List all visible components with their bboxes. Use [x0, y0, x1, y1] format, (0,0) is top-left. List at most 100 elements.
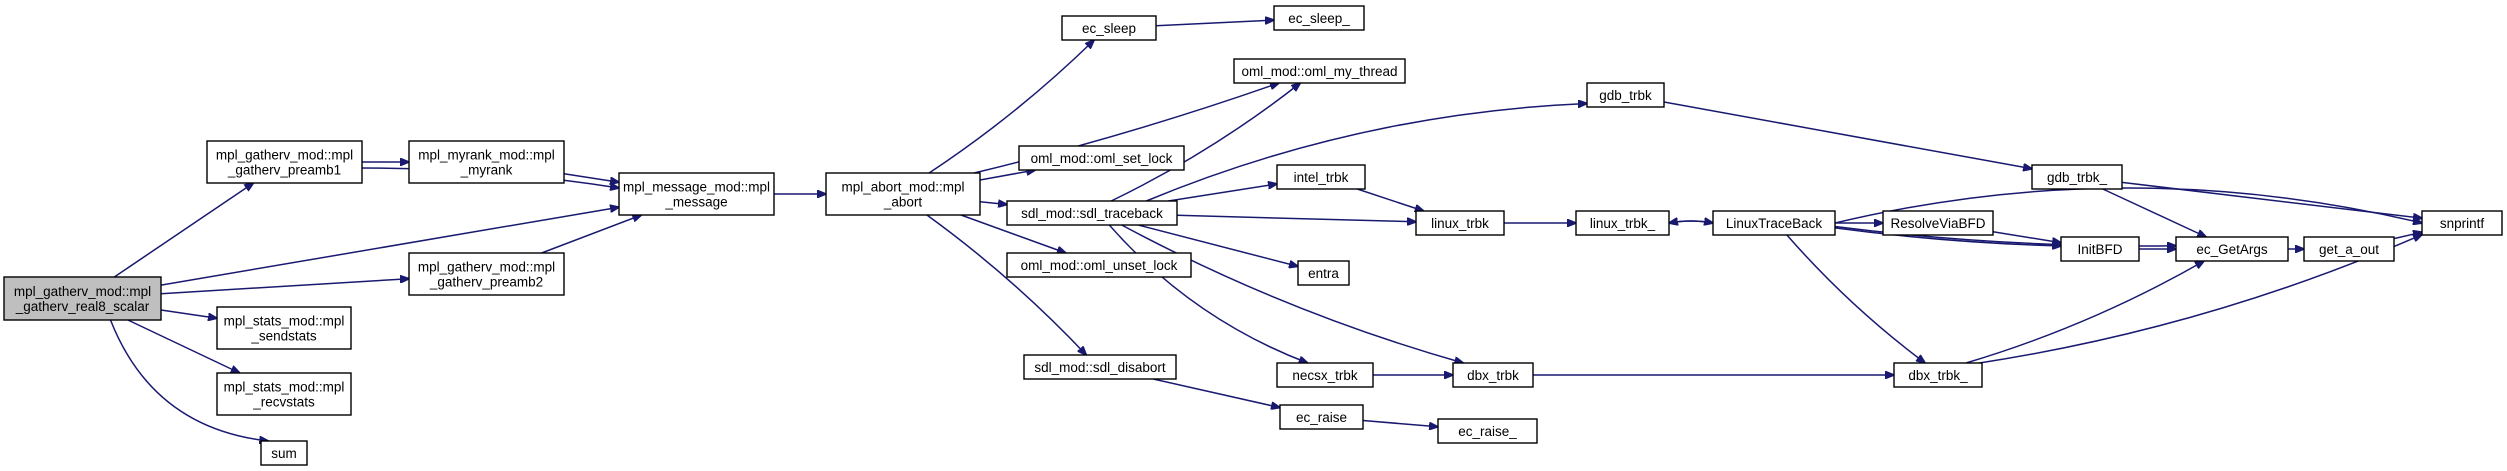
node-box[interactable]: [2031, 164, 2123, 190]
node-myrank[interactable]: mpl_myrank_mod::mpl_myrank: [408, 140, 565, 184]
node-box[interactable]: [1018, 145, 1185, 171]
node-box[interactable]: [2060, 236, 2140, 262]
node-box[interactable]: [1437, 418, 1538, 444]
node-sendstats[interactable]: mpl_stats_mod::mpl_sendstats: [216, 306, 352, 350]
node-label: entra: [1308, 266, 1339, 281]
node-box[interactable]: [206, 140, 363, 184]
node-necsx_trbk[interactable]: necsx_trbk: [1276, 362, 1374, 388]
node-gdb_trbk_[interactable]: gdb_trbk_: [2031, 164, 2123, 190]
node-message[interactable]: mpl_message_mod::mpl_message: [618, 172, 775, 216]
edge-line: [2393, 232, 2422, 240]
node-box[interactable]: [1006, 252, 1192, 278]
node-box[interactable]: [2175, 236, 2289, 262]
node-ec_raise_[interactable]: ec_raise_: [1437, 418, 1538, 444]
node-box[interactable]: [1233, 58, 1406, 84]
node-label: mpl_gatherv_mod::mpl: [418, 260, 555, 275]
node-label: ec_GetArgs: [2196, 242, 2268, 257]
node-label: mpl_stats_mod::mpl: [224, 380, 345, 395]
node-box[interactable]: [1023, 354, 1177, 380]
node-ec_GetArgs[interactable]: ec_GetArgs: [2175, 236, 2289, 262]
node-dbx_trbk_[interactable]: dbx_trbk_: [1893, 362, 1983, 388]
node-oml_my_thread[interactable]: oml_mod::oml_my_thread: [1233, 58, 1406, 84]
edge-line: [1669, 221, 1714, 223]
node-gdb_trbk[interactable]: gdb_trbk: [1586, 82, 1665, 108]
edge-root-to-message: [160, 207, 619, 286]
node-sdl_traceback[interactable]: sdl_mod::sdl_traceback: [1006, 200, 1178, 226]
node-box[interactable]: [1586, 82, 1665, 108]
node-preamb1[interactable]: mpl_gatherv_mod::mpl_gatherv_preamb1: [206, 140, 363, 184]
node-sum[interactable]: sum: [260, 440, 308, 466]
node-get_a_out[interactable]: get_a_out: [2303, 236, 2395, 262]
node-box[interactable]: [1882, 210, 1994, 236]
edge-sdl_traceback-to-oml_my_thread: [1110, 83, 1300, 202]
edge-line: [1146, 104, 1587, 202]
edge-myrank-to-message: [563, 173, 619, 182]
edge-sdl_traceback-to-entra: [1138, 224, 1298, 266]
node-ec_sleep_[interactable]: ec_sleep_: [1273, 5, 1365, 31]
node-snprintf[interactable]: snprintf: [2421, 210, 2503, 236]
edge-line: [926, 214, 1086, 355]
node-box[interactable]: [2421, 210, 2503, 236]
node-linux_trbk[interactable]: linux_trbk: [1415, 210, 1505, 236]
edge-line: [113, 183, 253, 278]
edge-sdl_traceback-to-necsx_trbk: [1108, 224, 1307, 363]
node-box[interactable]: [1297, 260, 1350, 286]
node-box[interactable]: [2303, 236, 2395, 262]
node-box[interactable]: [408, 140, 565, 184]
edge-line: [109, 319, 269, 441]
node-ec_raise[interactable]: ec_raise: [1279, 404, 1364, 430]
edge-line: [1121, 224, 1464, 363]
edge-sdl_disabort-to-ec_raise: [1153, 378, 1280, 408]
node-box[interactable]: [216, 372, 352, 416]
node-label: mpl_abort_mod::mpl: [841, 180, 964, 195]
node-label: sdl_mod::sdl_disabort: [1034, 360, 1166, 375]
node-entra[interactable]: entra: [1297, 260, 1350, 286]
node-abort[interactable]: mpl_abort_mod::mpl_abort: [825, 172, 981, 216]
edge-line: [1153, 378, 1280, 408]
node-preamb2[interactable]: mpl_gatherv_mod::mpl_gatherv_preamb2: [408, 252, 565, 296]
edge-line: [1992, 231, 2061, 243]
node-recvstats[interactable]: mpl_stats_mod::mpl_recvstats: [216, 372, 352, 416]
node-label: _sendstats: [250, 329, 317, 344]
node-InitBFD[interactable]: InitBFD: [2060, 236, 2140, 262]
node-dbx_trbk[interactable]: dbx_trbk: [1452, 362, 1534, 388]
node-sdl_disabort[interactable]: sdl_mod::sdl_disabort: [1023, 354, 1177, 380]
node-root[interactable]: mpl_gatherv_mod::mpl_gatherv_real8_scala…: [3, 276, 162, 321]
node-oml_set_lock[interactable]: oml_mod::oml_set_lock: [1018, 145, 1185, 171]
node-linux_trbk_[interactable]: linux_trbk_: [1575, 210, 1670, 236]
node-box[interactable]: [3, 276, 162, 321]
node-intel_trbk[interactable]: intel_trbk: [1276, 164, 1366, 190]
node-box[interactable]: [1276, 164, 1366, 190]
edge-root-to-recvstats: [127, 319, 240, 373]
edge-line: [973, 83, 1279, 174]
node-box[interactable]: [1415, 210, 1505, 236]
node-box[interactable]: [825, 172, 981, 216]
node-oml_unset_lock[interactable]: oml_mod::oml_unset_lock: [1006, 252, 1192, 278]
node-box[interactable]: [1893, 362, 1983, 388]
node-ec_sleep[interactable]: ec_sleep: [1061, 15, 1157, 41]
edge-sdl_traceback-to-intel_trbk: [1168, 184, 1277, 202]
edge-line: [1834, 187, 2422, 223]
node-label: ec_raise_: [1458, 424, 1517, 439]
node-box[interactable]: [216, 306, 352, 350]
node-box[interactable]: [260, 440, 308, 466]
node-box[interactable]: [1276, 362, 1374, 388]
edge-gdb_trbk_-to-ec_GetArgs: [2102, 188, 2206, 237]
node-box[interactable]: [1273, 5, 1365, 31]
edge-gdb_trbk_-to-snprintf: [2121, 181, 2422, 218]
node-box[interactable]: [1452, 362, 1534, 388]
node-box[interactable]: [1712, 210, 1836, 236]
edge-line: [1357, 188, 1423, 211]
node-box[interactable]: [618, 172, 775, 216]
node-box[interactable]: [1061, 15, 1157, 41]
edge-line: [928, 40, 1094, 174]
node-label: oml_mod::oml_set_lock: [1031, 151, 1173, 166]
edge-abort-to-ec_sleep: [928, 40, 1094, 174]
node-box[interactable]: [1575, 210, 1670, 236]
node-box[interactable]: [1279, 404, 1364, 430]
node-ResolveViaBFD[interactable]: ResolveViaBFD: [1882, 210, 1994, 236]
nodes-layer: mpl_gatherv_mod::mpl_gatherv_real8_scala…: [3, 5, 2503, 466]
node-box[interactable]: [408, 252, 565, 296]
node-box[interactable]: [1006, 200, 1178, 226]
node-LinuxTraceBack[interactable]: LinuxTraceBack: [1712, 210, 1836, 236]
